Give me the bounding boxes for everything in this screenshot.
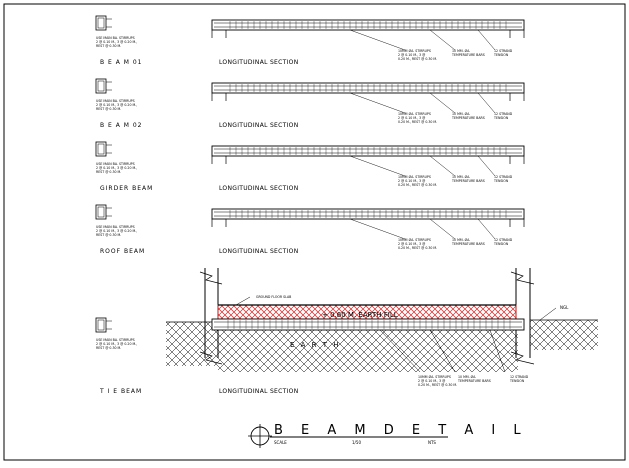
drawing-title: B E A M D E T A I L — [274, 423, 528, 438]
scale-value: 1/50 — [352, 440, 361, 445]
beam-callout: 2 @ 0.10 M., 3 @ — [398, 116, 425, 120]
tie-section-label: LONGITUDINAL SECTION — [219, 388, 298, 395]
beam-callout: 10 MM. ØA. — [452, 111, 470, 116]
beam-callout: TEMPERATURE BARS — [451, 53, 485, 57]
beam-section-label: LONGITUDINAL SECTION — [219, 185, 298, 192]
sheet-border — [3, 3, 626, 461]
beam-note: REST @ 0.30 M. — [96, 44, 121, 48]
beam-callout: 10MM ØA. STIRRUPS — [398, 174, 431, 179]
earth-hatch-right — [530, 320, 598, 350]
tie-beam-detail: GROUND FLOOR SLAB + 0.60 M. EARTH FILL E… — [95, 268, 598, 395]
beam-cross-section-icon — [95, 204, 112, 220]
beam-callout: 0.20 M., REST @ 0.30 M. — [398, 120, 437, 124]
beam-note: REST @ 0.30 M. — [96, 233, 121, 237]
beam-section-label: LONGITUDINAL SECTION — [219, 248, 298, 255]
beam-callout: 10MM ØA. STIRRUPS — [398, 48, 431, 53]
beam-note: USE MAIN BA. STIRRUPS — [96, 225, 135, 229]
beam-name: GIRDER BEAM — [100, 185, 153, 192]
beam-callout: 0.20 M., REST @ 0.30 M. — [398, 183, 437, 187]
beam-callout: 10MM ØA. STIRRUPS — [398, 111, 431, 116]
beam-callout: 0.20 M., REST @ 0.30 M. — [398, 57, 437, 61]
tie-callout-1c: 0.20 M., REST @ 0.30 M. — [418, 383, 457, 387]
tie-cross-section — [95, 317, 112, 333]
tie-callout-3b: TENSION — [509, 379, 525, 383]
tie-callout-1b: 2 @ 0.10 M., 3 @ — [418, 379, 445, 383]
beam-callout: 12 STRAND — [494, 112, 513, 116]
beam-callout: TENSION — [493, 116, 509, 120]
beam-callout: 10 MM. ØA. — [452, 174, 470, 179]
beam-note: REST @ 0.30 M. — [96, 170, 121, 174]
beam-callout: 0.20 M., REST @ 0.30 M. — [398, 246, 437, 250]
tie-note-1: USE MAIN BA. STIRRUPS — [96, 338, 135, 342]
title-block: B E A M D E T A I L SCALE 1/50 NTS — [248, 423, 528, 448]
beam-callout: 12 STRAND — [494, 238, 513, 242]
tie-note-3: REST @ 0.30 M. — [96, 346, 121, 350]
beam-callout: 10 MM. ØA. — [452, 48, 470, 53]
beam-cross-section-icon — [95, 78, 112, 94]
nts-label: NTS — [428, 440, 436, 445]
beam-name: B E A M 01 — [100, 59, 142, 66]
beam-callout: TEMPERATURE BARS — [451, 242, 485, 246]
beam-note: 2 @ 0.10 M., 3 @ 0.20 M., — [96, 229, 137, 233]
beam-callout: 12 STRAND — [494, 175, 513, 179]
tie-note-2: 2 @ 0.10 M., 3 @ 0.20 M., — [96, 342, 137, 346]
beam-name: B E A M 02 — [100, 122, 142, 129]
beam-cross-section-icon — [95, 15, 112, 31]
tie-callout-2b: TEMPERATURE BARS — [457, 379, 491, 383]
beam-callout: 2 @ 0.10 M., 3 @ — [398, 242, 425, 246]
beam-callout: TENSION — [493, 53, 509, 57]
beam-callout: TEMPERATURE BARS — [451, 179, 485, 183]
beam-callout: 2 @ 0.10 M., 3 @ — [398, 179, 425, 183]
beam-section-label: LONGITUDINAL SECTION — [219, 59, 298, 66]
tie-callout-3a: 12 STRAND — [510, 375, 529, 379]
beam-callout: TEMPERATURE BARS — [451, 116, 485, 120]
ngl-label: NGL — [560, 305, 569, 310]
scale-label: SCALE — [274, 440, 287, 445]
tie-callout-1a: 10MM ØA. STIRRUPS — [418, 374, 451, 379]
beam-section-label: LONGITUDINAL SECTION — [219, 122, 298, 129]
beam-callout: 10 MM. ØA. — [452, 237, 470, 242]
beam-callout: 12 STRAND — [494, 49, 513, 53]
earth-fill-label: + 0.60 M. EARTH FILL — [322, 311, 398, 319]
earth-label: E A R T H — [290, 341, 341, 349]
beam-callout: 2 @ 0.10 M., 3 @ — [398, 53, 425, 57]
beam-name: ROOF BEAM — [100, 248, 145, 255]
beam-note: 2 @ 0.10 M., 3 @ 0.20 M., — [96, 40, 137, 44]
beam-callout: TENSION — [493, 179, 509, 183]
tie-callout-2a: 10 MM. ØA. — [458, 374, 476, 379]
beam-callout: TENSION — [493, 242, 509, 246]
beam-callout: 10MM ØA. STIRRUPS — [398, 237, 431, 242]
tie-beam-body — [211, 318, 525, 331]
beam-note: REST @ 0.30 M. — [96, 107, 121, 111]
beam-note: USE MAIN BA. STIRRUPS — [96, 99, 135, 103]
earth-hatch-main — [218, 330, 518, 372]
earth-hatch-left — [166, 322, 218, 366]
beam-note: 2 @ 0.10 M., 3 @ 0.20 M., — [96, 103, 137, 107]
beam-note: USE MAIN BA. STIRRUPS — [96, 36, 135, 40]
beam-note: 2 @ 0.10 M., 3 @ 0.20 M., — [96, 166, 137, 170]
slab-label: GROUND FLOOR SLAB — [256, 295, 291, 299]
beam-note: USE MAIN BA. STIRRUPS — [96, 162, 135, 166]
beam-cross-section-icon — [95, 141, 112, 157]
tie-beam-name: T I E BEAM — [99, 388, 142, 395]
